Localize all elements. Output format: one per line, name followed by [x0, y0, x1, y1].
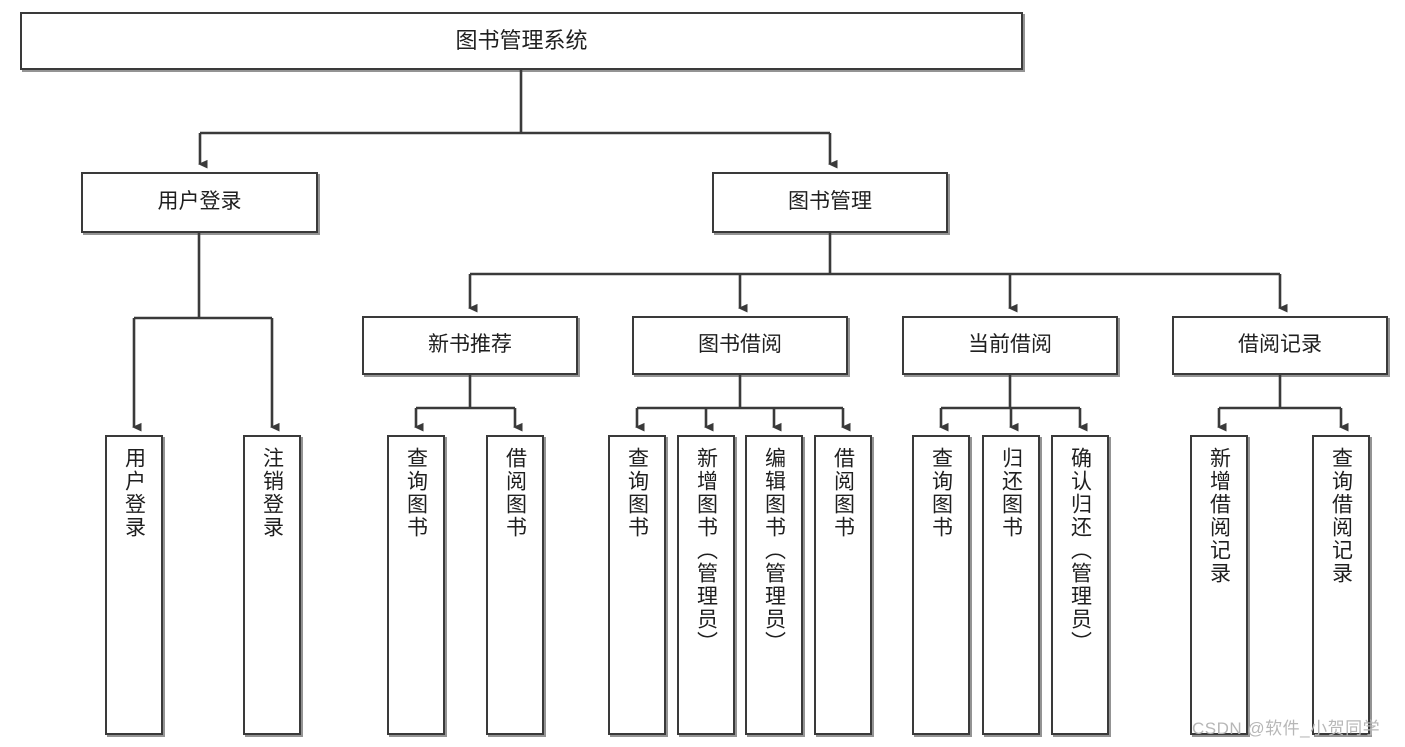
- leaf-label: 查询图书: [404, 447, 428, 539]
- leaf-confirm-return-admin[interactable]: 确认归还（管理员）: [1051, 435, 1109, 735]
- node-book-borrow-label: 图书借阅: [698, 333, 782, 357]
- leaf-query-book-recommend[interactable]: 查询图书: [387, 435, 445, 735]
- node-current-borrow-label: 当前借阅: [968, 333, 1052, 357]
- leaf-label: 借阅图书: [503, 447, 527, 539]
- leaf-label: 归还图书: [999, 447, 1023, 539]
- watermark: CSDN @软件_小贺同学: [1192, 719, 1381, 738]
- node-borrow-records-label: 借阅记录: [1238, 333, 1322, 357]
- node-root-label: 图书管理系统: [455, 28, 588, 54]
- leaf-add-book-admin[interactable]: 新增图书（管理员）: [677, 435, 735, 735]
- leaf-add-borrow-record[interactable]: 新增借阅记录: [1190, 435, 1248, 735]
- leaf-label: 查询图书: [625, 447, 649, 539]
- leaf-label: 新增借阅记录: [1207, 447, 1231, 585]
- leaf-label: 用户登录: [122, 447, 146, 539]
- node-new-book-recommend[interactable]: 新书推荐: [362, 316, 578, 375]
- leaf-logout[interactable]: 注销登录: [243, 435, 301, 735]
- leaf-borrow-book-recommend[interactable]: 借阅图书: [486, 435, 544, 735]
- leaf-edit-book-admin[interactable]: 编辑图书（管理员）: [745, 435, 803, 735]
- leaf-return-book[interactable]: 归还图书: [982, 435, 1040, 735]
- node-borrow-records[interactable]: 借阅记录: [1172, 316, 1388, 375]
- node-new-book-recommend-label: 新书推荐: [428, 333, 512, 357]
- leaf-user-login[interactable]: 用户登录: [105, 435, 163, 735]
- leaf-label: 编辑图书（管理员）: [762, 447, 786, 654]
- node-current-borrow[interactable]: 当前借阅: [902, 316, 1118, 375]
- leaf-borrow-book[interactable]: 借阅图书: [814, 435, 872, 735]
- leaf-label: 确认归还（管理员）: [1068, 447, 1092, 654]
- node-book-borrow[interactable]: 图书借阅: [632, 316, 848, 375]
- leaf-query-borrow-record[interactable]: 查询借阅记录: [1312, 435, 1370, 735]
- leaf-query-book-current[interactable]: 查询图书: [912, 435, 970, 735]
- node-book-manage-label: 图书管理: [788, 190, 872, 214]
- leaf-query-book-borrow[interactable]: 查询图书: [608, 435, 666, 735]
- leaf-label: 查询图书: [929, 447, 953, 539]
- node-user-login[interactable]: 用户登录: [81, 172, 318, 233]
- leaf-label: 借阅图书: [831, 447, 855, 539]
- node-user-login-label: 用户登录: [157, 190, 242, 214]
- leaf-label: 注销登录: [260, 447, 284, 539]
- node-book-manage[interactable]: 图书管理: [712, 172, 948, 233]
- leaf-label: 查询借阅记录: [1329, 447, 1353, 585]
- leaf-label: 新增图书（管理员）: [694, 447, 718, 654]
- node-root[interactable]: 图书管理系统: [20, 12, 1023, 70]
